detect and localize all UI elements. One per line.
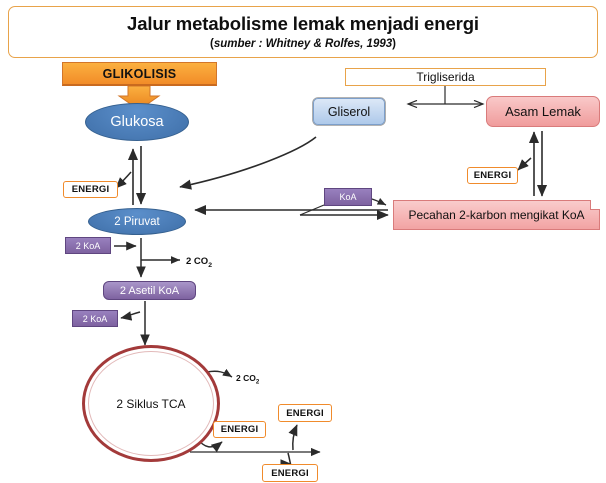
node-koa-right[interactable]: KoA [324, 188, 372, 206]
energi-box-lower-right[interactable]: ENERGI [262, 464, 318, 482]
energi-up-arrow [288, 424, 298, 451]
node-koa-left-1[interactable]: 2 KoA [65, 237, 111, 254]
co2-subscript: 2 [208, 261, 212, 269]
co2-text: 2 CO [186, 256, 209, 267]
energi-branch-betaox [517, 157, 532, 171]
energi-box-tca[interactable]: ENERGI [213, 421, 266, 438]
co2-subscript: 2 [255, 378, 260, 386]
koa-tick-line [299, 204, 325, 216]
co2-label-glycolysis: 2 CO2 [186, 256, 212, 269]
glukosa-piruvat-arrows [127, 146, 147, 205]
subtitle-source: sumber : Whitney & Rolfes, 1993 [213, 37, 393, 50]
asamlemak-pecahan-arrows [528, 131, 548, 197]
node-asam-lemak[interactable]: Asam Lemak [486, 96, 600, 127]
energi-branch-glycolysis [115, 171, 132, 189]
node-trigliserida[interactable]: Trigliserida [345, 68, 546, 86]
koa-into-pecahan-arrow [371, 197, 387, 206]
energi-box-glycolysis[interactable]: ENERGI [63, 181, 118, 198]
node-piruvat[interactable]: 2 Piruvat [88, 208, 186, 235]
page-title: Jalur metabolisme lemak menjadi energi [127, 13, 479, 35]
subtitle-paren-open: ( [210, 37, 214, 50]
gliserol-to-glycolysis-arrow [179, 136, 317, 190]
node-siklus-tca-label: 2 Siklus TCA [116, 396, 186, 411]
energi-box-beta-oxidation[interactable]: ENERGI [467, 167, 518, 184]
co2-label-tca: 2 CO2 [236, 373, 259, 386]
node-pecahan-2-karbon[interactable]: Pecahan 2-karbon mengikat KoA [393, 200, 600, 230]
subtitle-paren-close: ) [392, 37, 396, 50]
node-koa-left-2[interactable]: 2 KoA [72, 310, 118, 327]
node-glukosa[interactable]: Glukosa [85, 103, 189, 141]
bidirectional-arrow-icon [406, 86, 485, 109]
co2-text: 2 CO [236, 373, 256, 383]
glikolisis-banner[interactable]: GLIKOLISIS [62, 62, 217, 86]
diagram-title-box: Jalur metabolisme lemak menjadi energi (… [8, 6, 598, 58]
node-siklus-tca[interactable]: 2 Siklus TCA [82, 345, 220, 462]
energi-down-arrow [280, 452, 292, 469]
node-gliserol[interactable]: Gliserol [313, 98, 385, 125]
koa-out-arrow [120, 311, 141, 321]
page-subtitle: (sumber : Whitney & Rolfes, 1993) [210, 38, 396, 50]
node-asetil-koa[interactable]: 2 Asetil KoA [103, 281, 196, 300]
energi-box-upper-right[interactable]: ENERGI [278, 404, 332, 422]
